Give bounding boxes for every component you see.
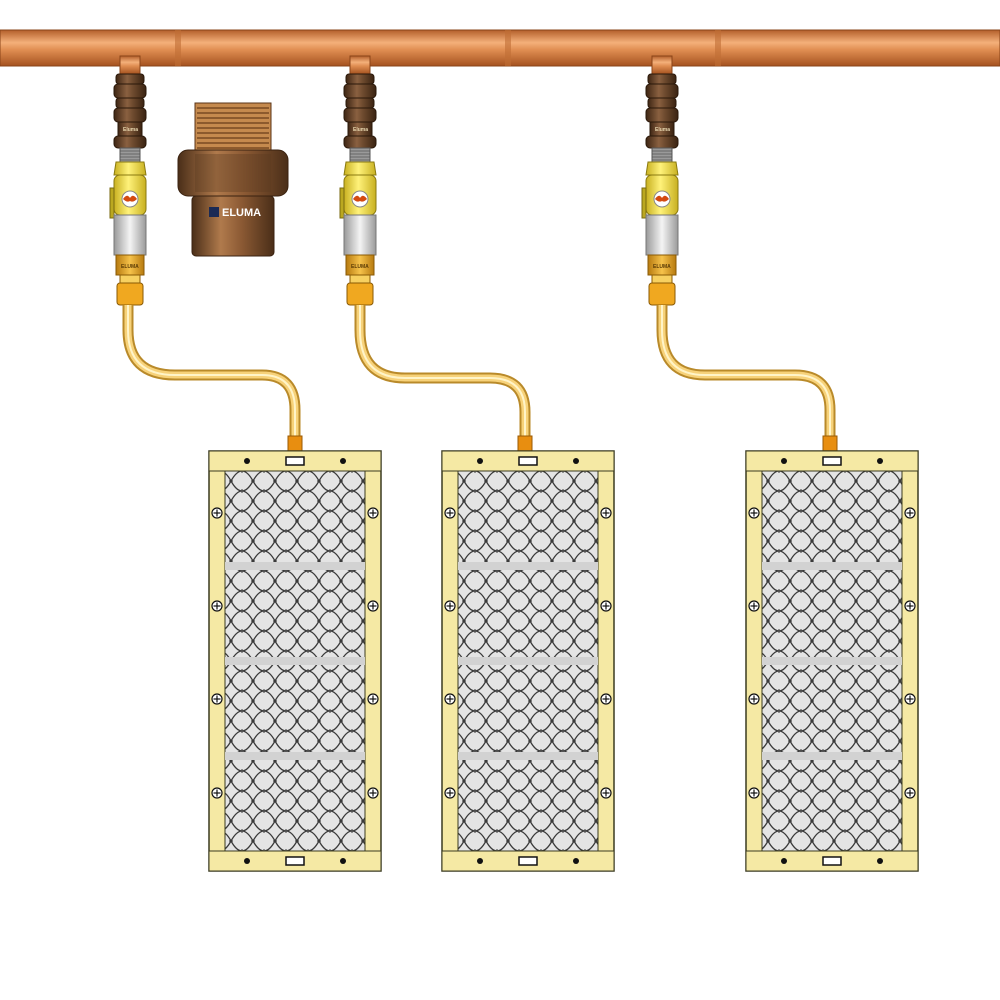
compression-nut xyxy=(648,282,676,306)
mesh-divider xyxy=(225,752,365,760)
rivet-icon xyxy=(781,858,787,864)
mesh-divider xyxy=(762,562,902,570)
panel-inlet-connector xyxy=(822,435,838,453)
eagle-emblem-icon xyxy=(123,195,137,202)
valve-handle xyxy=(645,161,679,176)
brass-nut xyxy=(343,107,377,123)
tee-stub xyxy=(119,55,141,75)
mesh-divider xyxy=(225,562,365,570)
brass-nut xyxy=(115,97,145,109)
copper-header-pipe xyxy=(0,29,1000,67)
brass-nut xyxy=(645,83,679,99)
fitting-brand-label: Eluma xyxy=(655,127,670,133)
flex-hose xyxy=(122,305,301,440)
valve-lower-body xyxy=(343,214,377,256)
brass-nut xyxy=(343,135,377,149)
flex-hose xyxy=(354,305,531,440)
brass-nut xyxy=(345,97,375,109)
valve-handle xyxy=(113,161,147,176)
mesh-divider xyxy=(762,657,902,665)
rivet-icon xyxy=(340,458,346,464)
brass-nut xyxy=(647,97,677,109)
brass-nut xyxy=(345,73,375,85)
mesh-divider xyxy=(762,752,902,760)
mount-slot xyxy=(822,456,842,466)
mesh-divider xyxy=(458,657,598,665)
mount-slot xyxy=(822,856,842,866)
fitting-brand-label: Eluma xyxy=(123,127,138,133)
panel-inlet-connector xyxy=(517,435,533,453)
rivet-icon xyxy=(877,458,883,464)
compression-nut xyxy=(346,282,374,306)
mesh-divider xyxy=(458,752,598,760)
rivet-icon xyxy=(477,458,483,464)
brass-nut xyxy=(645,135,679,149)
eagle-emblem-icon xyxy=(655,195,669,202)
rivet-icon xyxy=(877,858,883,864)
valve-handle xyxy=(343,161,377,176)
ferrule xyxy=(651,274,673,284)
eagle-emblem-icon xyxy=(353,195,367,202)
panel-inlet-connector xyxy=(287,435,303,453)
mount-slot xyxy=(285,456,305,466)
brass-nut xyxy=(343,83,377,99)
union-brand-label: ELUMA xyxy=(222,207,261,219)
tee-stub xyxy=(349,55,371,75)
brass-nut xyxy=(113,107,147,123)
ferrule xyxy=(119,274,141,284)
eluma-union-fitting: ELUMA xyxy=(177,102,289,257)
mesh-divider xyxy=(225,657,365,665)
brass-nut xyxy=(115,73,145,85)
valve-lower-body xyxy=(645,214,679,256)
mesh-divider xyxy=(458,562,598,570)
radiant-panel xyxy=(745,450,919,872)
rivet-icon xyxy=(477,858,483,864)
valve-lever xyxy=(641,187,647,219)
mount-slot xyxy=(518,456,538,466)
rivet-icon xyxy=(781,458,787,464)
compression-nut xyxy=(116,282,144,306)
brass-nut xyxy=(647,73,677,85)
adapter-brand-label: ELUMA xyxy=(351,264,369,270)
valve-lower-body xyxy=(113,214,147,256)
mount-slot xyxy=(285,856,305,866)
rivet-icon xyxy=(573,458,579,464)
ferrule xyxy=(349,274,371,284)
valve-lever xyxy=(339,187,345,219)
rivet-icon xyxy=(573,858,579,864)
brass-nut xyxy=(113,135,147,149)
brass-nut xyxy=(113,83,147,99)
fitting-brand-label: Eluma xyxy=(353,127,368,133)
rivet-icon xyxy=(244,458,250,464)
mount-slot xyxy=(518,856,538,866)
flex-hose xyxy=(656,305,836,440)
rivet-icon xyxy=(244,858,250,864)
eluma-logo-icon xyxy=(209,207,219,217)
radiant-panel xyxy=(208,450,382,872)
brass-nut xyxy=(645,107,679,123)
tee-stub xyxy=(651,55,673,75)
adapter-brand-label: ELUMA xyxy=(653,264,671,270)
radiant-panel xyxy=(441,450,615,872)
rivet-icon xyxy=(340,858,346,864)
valve-lever xyxy=(109,187,115,219)
adapter-brand-label: ELUMA xyxy=(121,264,139,270)
